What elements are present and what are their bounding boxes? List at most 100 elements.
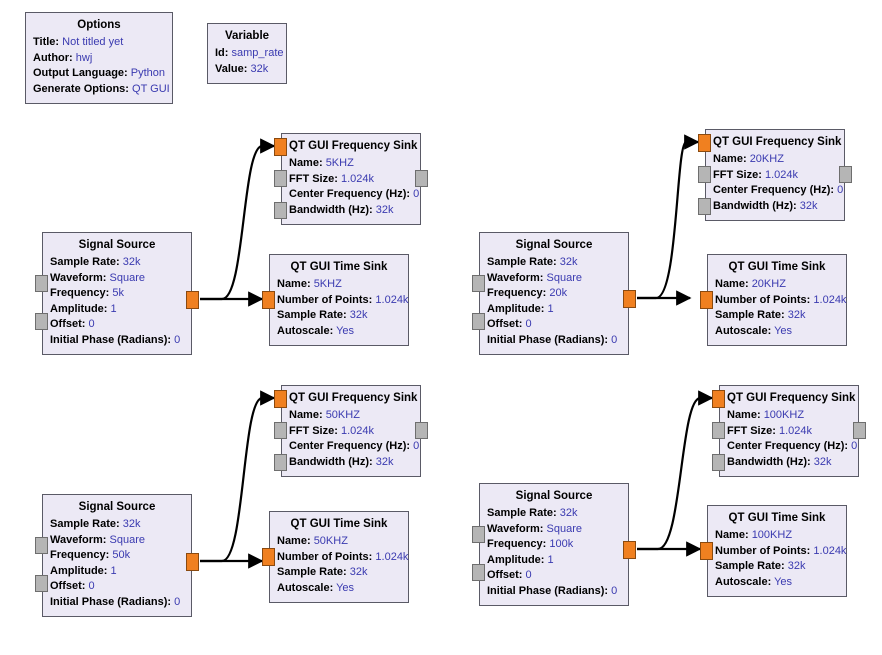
param-bandwidth: Bandwidth (Hz): 32k — [713, 199, 837, 215]
param-key: Offset: — [487, 318, 523, 330]
stream-port-out[interactable] — [186, 291, 199, 309]
block-title: QT GUI Time Sink — [728, 261, 826, 273]
block-options[interactable]: Options Title: Not titled yet Author: hw… — [25, 12, 173, 104]
message-port-out[interactable] — [415, 170, 428, 187]
message-port-in[interactable] — [472, 313, 485, 330]
param-sample-rate: Sample Rate: 32k — [277, 308, 401, 324]
block-time-sink-5khz[interactable]: QT GUI Time Sink Name: 5KHZ Number of Po… — [262, 254, 409, 346]
param-value: 1 — [547, 302, 554, 315]
block-time-sink-20khz[interactable]: QT GUI Time Sink Name: 20KHZ Number of P… — [700, 254, 847, 346]
param-initial-phase: Initial Phase (Radians): 0 — [487, 584, 621, 600]
message-port-in[interactable] — [35, 275, 48, 292]
block-title: Signal Source — [78, 501, 156, 513]
param-key: Number of Points: — [715, 293, 811, 306]
message-port-in[interactable] — [274, 202, 287, 219]
param-fft-size: FFT Size: 1.024k — [289, 424, 413, 440]
message-port-in[interactable] — [698, 166, 711, 183]
param-value: 20KHZ — [751, 278, 786, 290]
param-key: Bandwidth (Hz): — [727, 455, 811, 468]
param-value: 32k — [250, 62, 269, 75]
param-value: 50k — [112, 549, 131, 561]
param-key: Center Frequency (Hz): — [713, 184, 835, 196]
param-value: QT GUI — [132, 82, 170, 95]
param-frequency: Frequency: 50k — [50, 548, 184, 564]
stream-port-in[interactable] — [700, 542, 713, 560]
block-time-sink-50khz[interactable]: QT GUI Time Sink Name: 50KHZ Number of P… — [262, 511, 409, 603]
param-key: Autoscale: — [277, 324, 334, 337]
stream-port-in[interactable] — [698, 134, 711, 152]
block-freq-sink-20khz[interactable]: QT GUI Frequency Sink Name: 20KHZ FFT Si… — [698, 129, 852, 221]
message-port-in[interactable] — [35, 537, 48, 554]
block-signal-source-20k[interactable]: Signal Source Sample Rate: 32k Waveform:… — [472, 232, 636, 355]
param-value: 0 — [174, 333, 181, 346]
param-sample-rate: Sample Rate: 32k — [50, 517, 184, 533]
param-bandwidth: Bandwidth (Hz): 32k — [289, 203, 413, 219]
block-signal-source-50k[interactable]: Signal Source Sample Rate: 32k Waveform:… — [35, 494, 199, 617]
stream-port-in[interactable] — [712, 390, 725, 408]
param-offset: Offset: 0 — [487, 568, 621, 584]
stream-port-out[interactable] — [623, 541, 636, 559]
param-value: 32k — [375, 455, 394, 468]
block-title: Signal Source — [515, 239, 593, 251]
param-author: Author: hwj — [33, 51, 165, 67]
block-signal-source-5k[interactable]: Signal Source Sample Rate: 32k Waveform:… — [35, 232, 199, 355]
param-value: samp_rate — [231, 47, 284, 59]
block-title: Signal Source — [78, 239, 156, 251]
message-port-in[interactable] — [35, 575, 48, 592]
param-key: Number of Points: — [277, 293, 373, 306]
stream-port-in[interactable] — [700, 291, 713, 309]
param-value: 5k — [112, 287, 124, 299]
message-port-in[interactable] — [472, 564, 485, 581]
block-time-sink-100khz[interactable]: QT GUI Time Sink Name: 100KHZ Number of … — [700, 505, 847, 597]
stream-port-in[interactable] — [274, 138, 287, 156]
param-output-language: Output Language: Python — [33, 66, 165, 82]
param-key: Sample Rate: — [715, 560, 785, 572]
param-initial-phase: Initial Phase (Radians): 0 — [487, 333, 621, 349]
param-center-frequency: Center Frequency (Hz): 0 — [289, 187, 419, 203]
message-port-in[interactable] — [472, 526, 485, 543]
param-name: Name: 100KHZ — [715, 528, 839, 544]
param-waveform: Waveform: Square — [487, 271, 621, 287]
param-sample-rate: Sample Rate: 32k — [715, 308, 839, 324]
param-amplitude: Amplitude: 1 — [487, 302, 621, 318]
message-port-in[interactable] — [698, 198, 711, 215]
message-port-in[interactable] — [274, 170, 287, 187]
message-port-in[interactable] — [35, 313, 48, 330]
param-waveform: Waveform: Square — [50, 271, 184, 287]
block-freq-sink-100khz[interactable]: QT GUI Frequency Sink Name: 100KHZ FFT S… — [712, 385, 866, 477]
message-port-out[interactable] — [853, 422, 866, 439]
param-value: 0 — [88, 318, 95, 330]
param-key: FFT Size: — [289, 172, 338, 185]
block-signal-source-100k[interactable]: Signal Source Sample Rate: 32k Waveform:… — [472, 483, 636, 606]
stream-port-in[interactable] — [262, 548, 275, 566]
param-key: Bandwidth (Hz): — [289, 455, 373, 468]
param-number-of-points: Number of Points: 1.024k — [715, 544, 846, 560]
param-key: Initial Phase (Radians): — [50, 595, 172, 608]
param-key: Offset: — [487, 569, 523, 581]
param-key: Sample Rate: — [277, 309, 347, 321]
param-key: Sample Rate: — [487, 256, 557, 268]
stream-port-in[interactable] — [262, 291, 275, 309]
message-port-in[interactable] — [274, 422, 287, 439]
stream-port-out[interactable] — [623, 290, 636, 308]
message-port-out[interactable] — [415, 422, 428, 439]
block-freq-sink-50khz[interactable]: QT GUI Frequency Sink Name: 50KHZ FFT Si… — [274, 385, 428, 477]
param-frequency: Frequency: 20k — [487, 286, 621, 302]
param-center-frequency: Center Frequency (Hz): 0 — [289, 439, 419, 455]
stream-port-in[interactable] — [274, 390, 287, 408]
block-freq-sink-5khz[interactable]: QT GUI Frequency Sink Name: 5KHZ FFT Siz… — [274, 133, 428, 225]
param-value: 0 — [837, 184, 844, 196]
message-port-in[interactable] — [274, 454, 287, 471]
message-port-out[interactable] — [839, 166, 852, 183]
stream-port-out[interactable] — [186, 553, 199, 571]
message-port-in[interactable] — [712, 454, 725, 471]
message-port-in[interactable] — [472, 275, 485, 292]
block-title: QT GUI Time Sink — [728, 512, 826, 524]
param-autoscale: Autoscale: Yes — [277, 324, 401, 340]
param-frequency: Frequency: 100k — [487, 537, 621, 553]
param-value: 5KHZ — [313, 278, 342, 290]
block-variable[interactable]: Variable Id: samp_rate Value: 32k — [207, 23, 287, 84]
message-port-in[interactable] — [712, 422, 725, 439]
block-title: QT GUI Time Sink — [290, 518, 388, 530]
